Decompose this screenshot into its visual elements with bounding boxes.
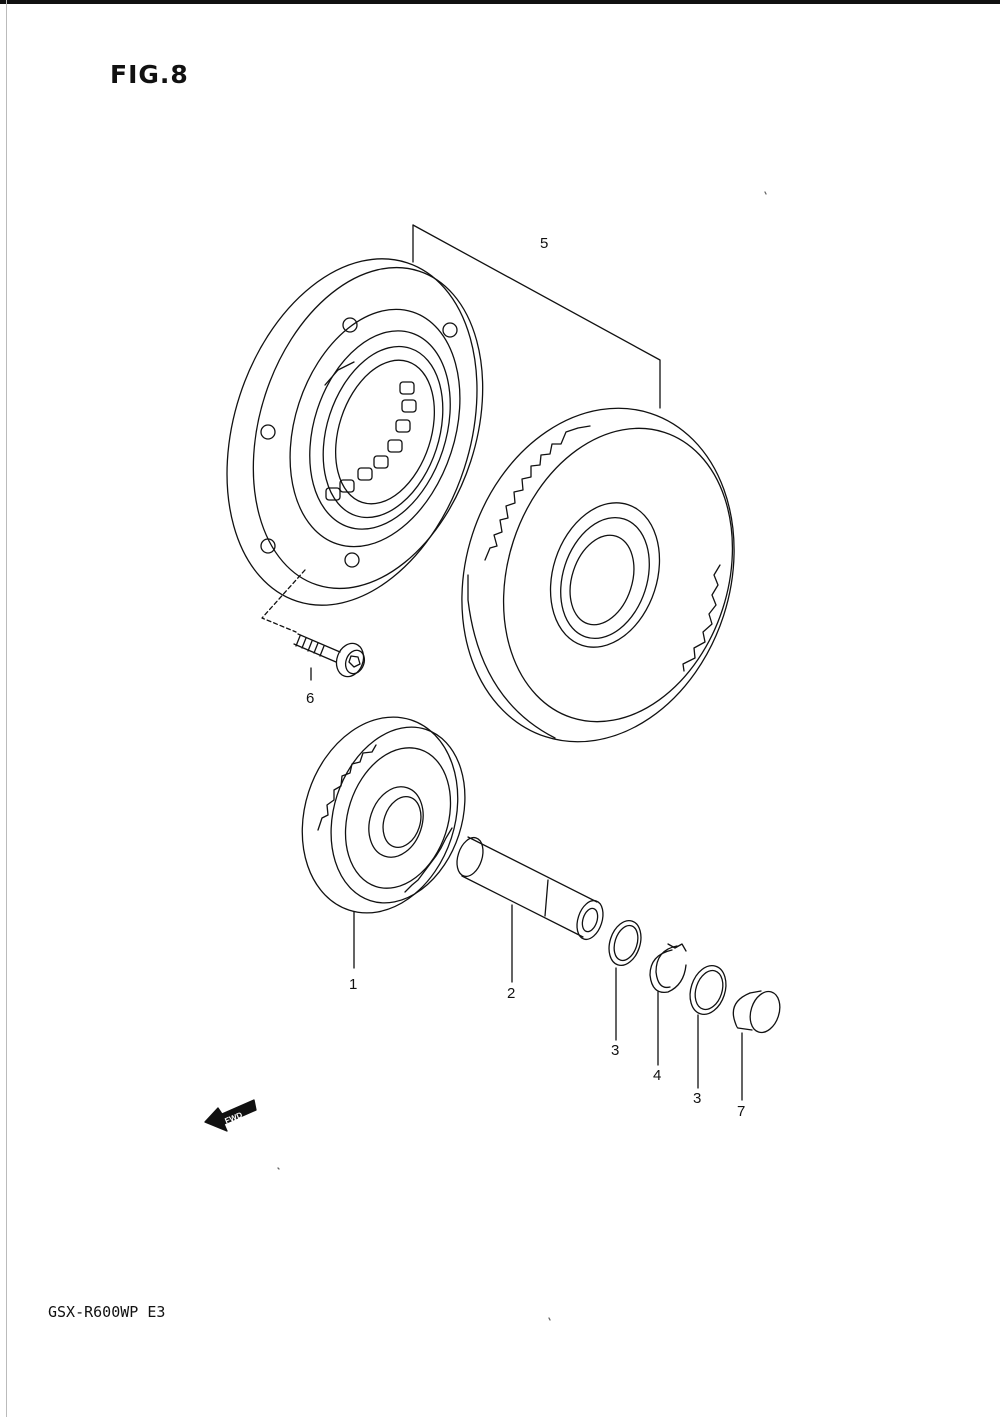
fwd-arrow-icon: FWD: [204, 1099, 257, 1132]
starter-clutch-housing: [226, 258, 484, 606]
model-code: GSX-R600WP E3: [48, 1303, 166, 1321]
callout-3-left: 3: [611, 1042, 619, 1059]
washer-3-left: [608, 919, 642, 1041]
left-border: [6, 0, 7, 1417]
callout-4: 4: [653, 1067, 661, 1084]
callout-6: 6: [306, 690, 314, 707]
bolt-leader: [261, 569, 306, 633]
scan-specks: [277, 191, 767, 1321]
callout-labels: 5 6 1 2 3 4 3 7: [306, 235, 745, 1120]
circlip-4: [649, 943, 687, 1066]
callout-5: 5: [540, 235, 548, 252]
idle-gear-shaft-2: [456, 836, 604, 983]
bushing-7: [732, 990, 781, 1101]
starter-idle-gear-1: [301, 716, 466, 969]
washer-3-right: [689, 965, 727, 1089]
assembly-bracket-5: [412, 224, 661, 409]
top-border: [0, 0, 1000, 4]
callout-3-right: 3: [693, 1090, 701, 1107]
callout-1: 1: [349, 976, 357, 993]
bolt-6: [293, 633, 366, 681]
callout-2: 2: [507, 985, 515, 1002]
starter-driven-gear: [461, 407, 735, 743]
figure-title: FIG.8: [110, 60, 189, 89]
callout-7: 7: [737, 1103, 745, 1120]
